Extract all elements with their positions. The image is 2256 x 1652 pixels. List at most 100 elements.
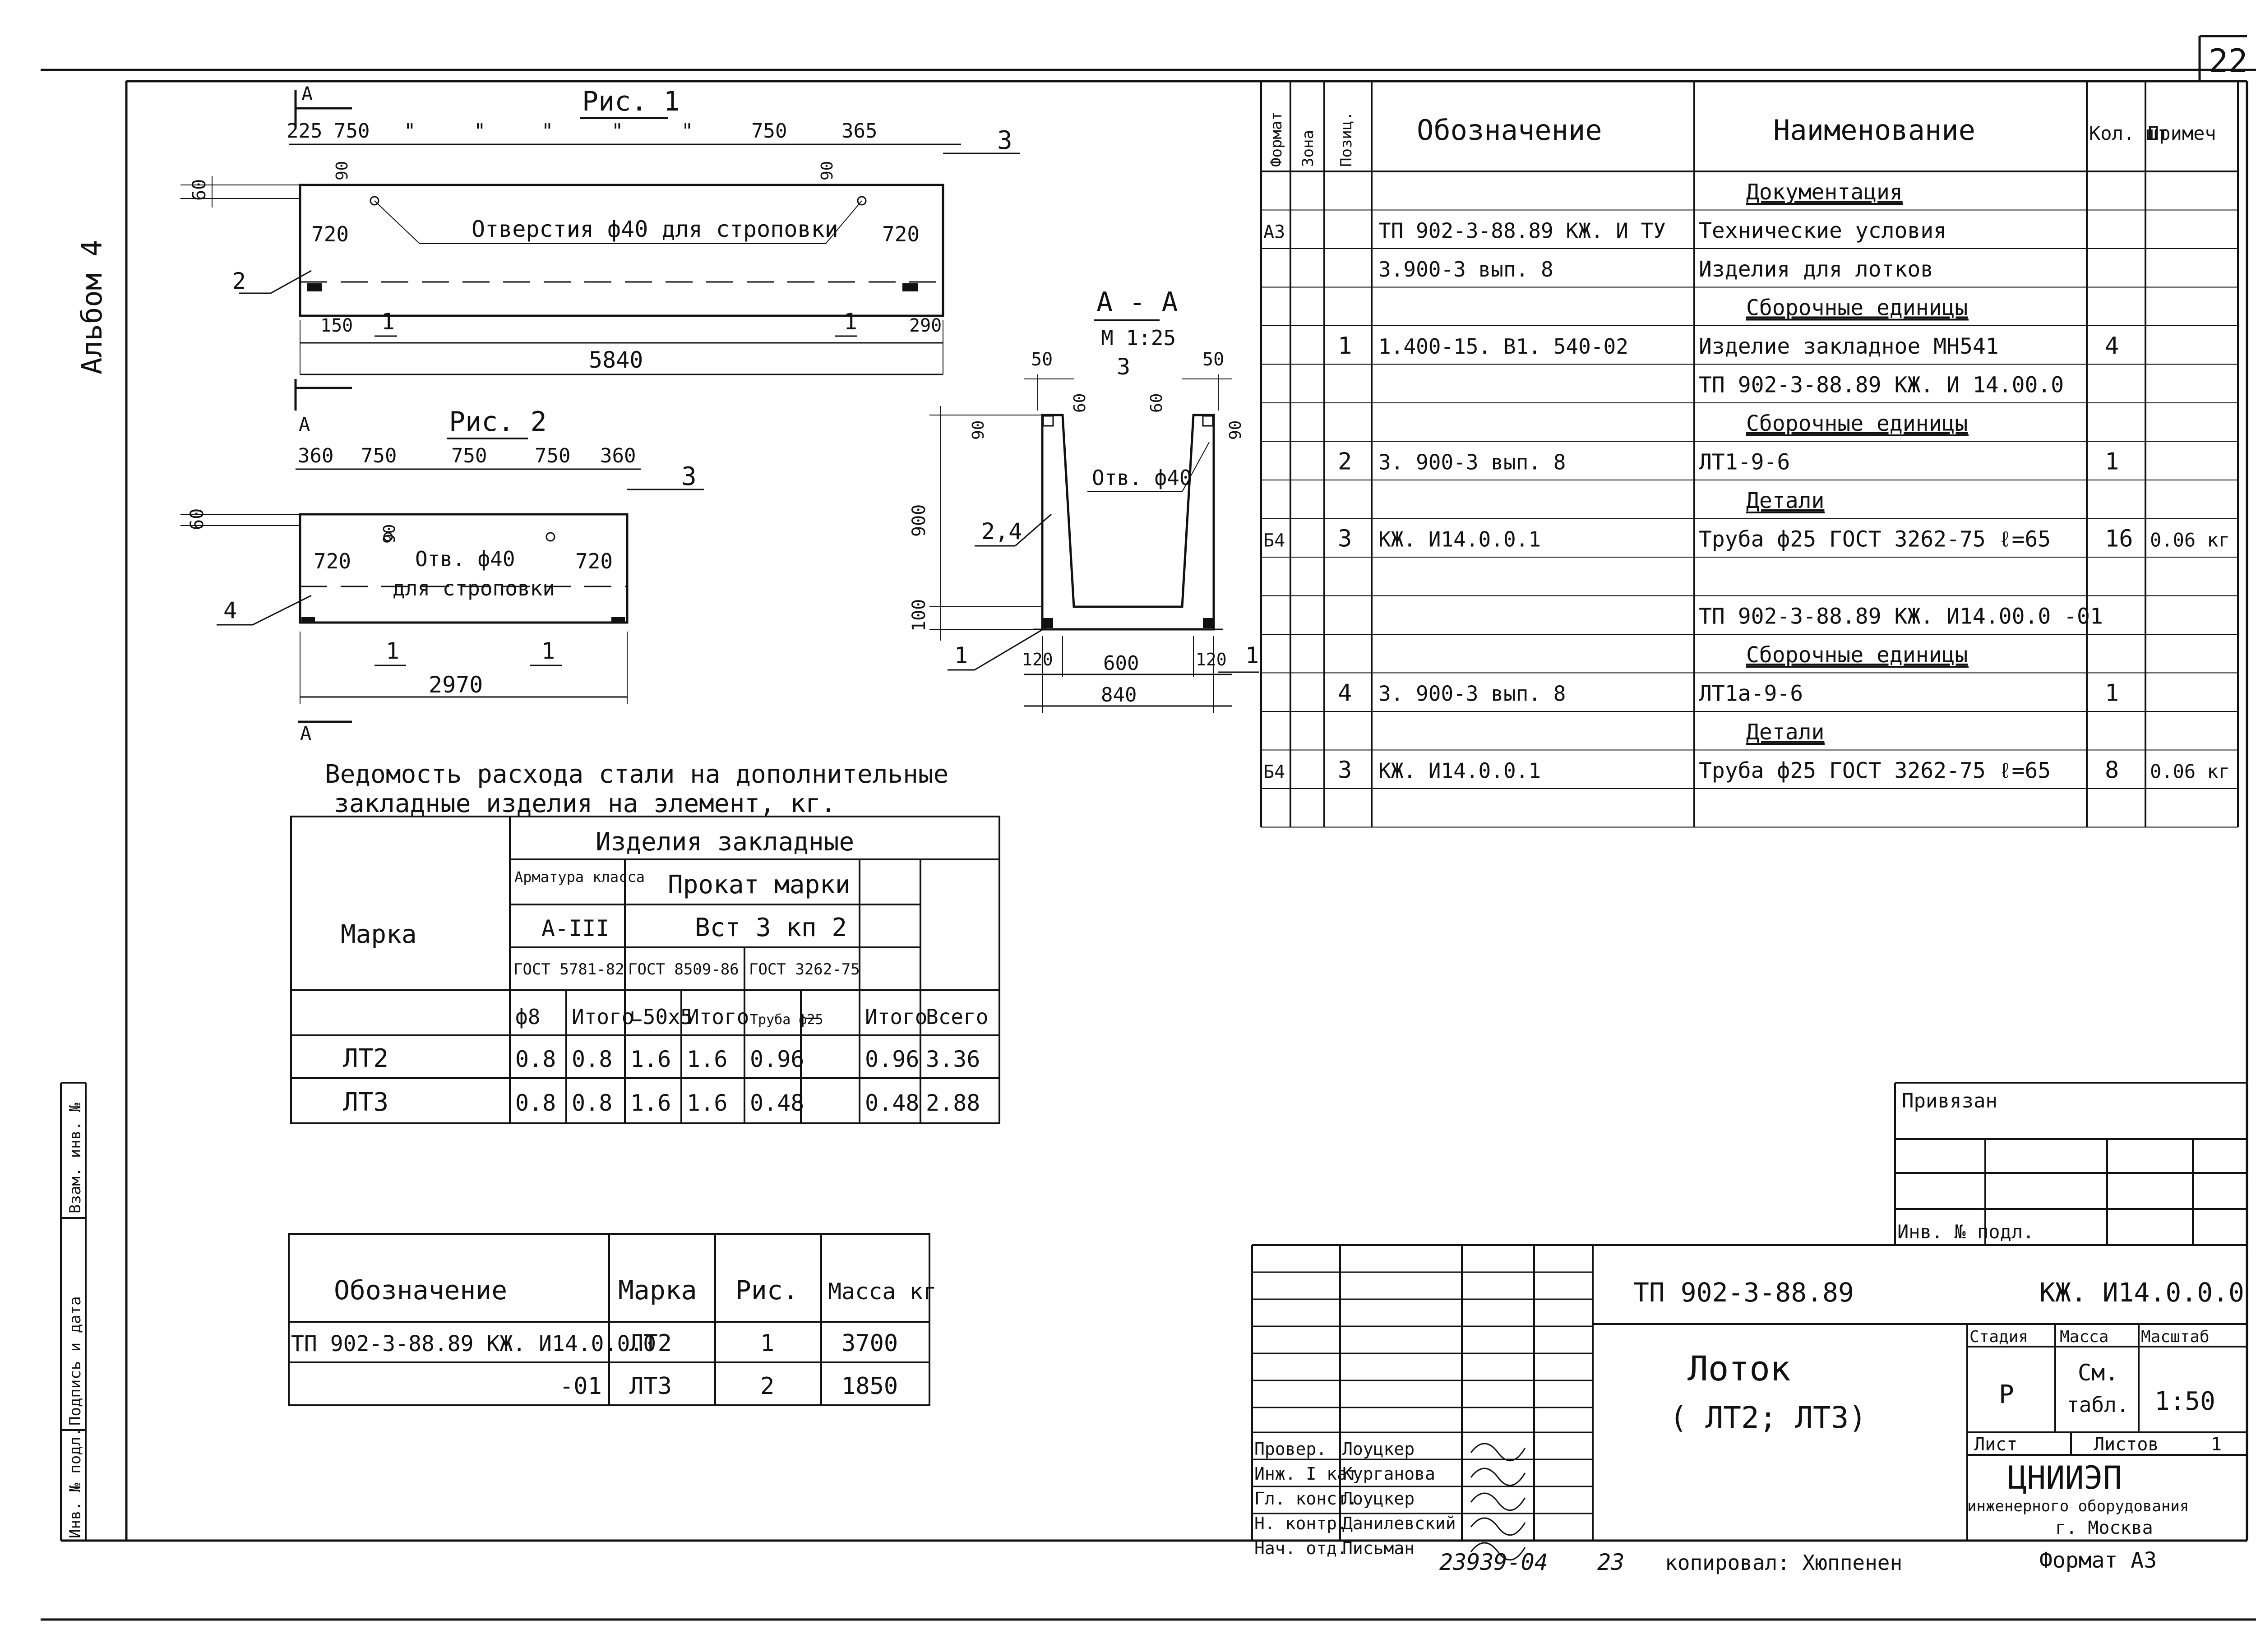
steel-h-armatura: Арматура класса (514, 868, 645, 886)
steel-table: Ведомость расхода стали на дополнительны… (290, 760, 1000, 1124)
section-aa-dim-840: 840 (1101, 683, 1137, 706)
fig2-callout-1a: 1 (386, 638, 399, 664)
spec-cell-name: Сборочные единицы (1746, 642, 1968, 668)
tb-person-name: Данилевский (1342, 1514, 1456, 1533)
spec-cell-note: 0.06 кг (2150, 529, 2230, 551)
steel-cell: 3.36 (926, 1046, 980, 1072)
steel-table-title-2: закладные изделия на элемент, кг. (334, 789, 836, 818)
spec-cell-pos: 2 (1338, 448, 1352, 475)
fig2-section-mark-bottom: А (300, 722, 311, 744)
spec-cell-designation: 3. 900-3 вып. 8 (1378, 682, 1566, 706)
steel-h-prokat: Прокат марки (668, 870, 851, 900)
steel-cell: 0.48 (750, 1090, 804, 1116)
steel-cell: 1.6 (687, 1090, 727, 1116)
fig1-callout-3: 3 (997, 126, 1012, 155)
fig1-dim-top: 750 (751, 120, 787, 143)
mass-r1-mark: ЛТ2 (629, 1330, 672, 1357)
spec-cell-designation: 1.400-15. В1. 540-02 (1378, 334, 1628, 359)
tb-sheets-label: Листов (2094, 1434, 2159, 1455)
fig1-title: Рис. 1 (582, 86, 680, 117)
fig1-callout-1b: 1 (844, 309, 857, 335)
steel-cell: 1.6 (630, 1090, 671, 1116)
mass-h-designation: Обозначение (334, 1275, 507, 1306)
mass-h-mass: Масса кг (828, 1278, 937, 1305)
section-aa-callout-3: 3 (1117, 354, 1130, 380)
section-aa-scale: М 1:25 (1101, 326, 1176, 350)
spec-cell-qty: 16 (2105, 526, 2133, 553)
steel-table-title-1: Ведомость расхода стали на дополнительны… (325, 760, 948, 789)
footer-doc-no: 23939-04 (1439, 1549, 1548, 1575)
steel-cell: 0.96 (865, 1046, 919, 1072)
section-aa-callout-1b: 1 (1245, 642, 1259, 669)
tb-person-name: Письман (1342, 1538, 1415, 1558)
spec-h-name: Наименование (1773, 114, 1975, 147)
section-aa-title: А - А (1096, 286, 1178, 318)
fig2-dim-top: 750 (361, 444, 397, 467)
mass-r2-mass: 1850 (841, 1373, 898, 1400)
tb-sheets-value: 1 (2211, 1434, 2222, 1455)
fig2-section-mark: А (299, 413, 310, 435)
steel-col-header: — (806, 1005, 819, 1029)
tb-person-role: Н. контр. (1254, 1514, 1347, 1533)
fig2-title: Рис. 2 (449, 406, 547, 438)
fig1-hole-label: Отверстия ф40 для строповки (472, 216, 838, 242)
spec-cell-designation: КЖ. И14.0.0.1 (1378, 759, 1541, 783)
tb-person-role: Провер. (1254, 1439, 1327, 1459)
side-stamp (60, 1082, 87, 1541)
tb-signature-icon (1470, 1467, 1526, 1486)
mass-r1-mass: 3700 (841, 1330, 898, 1357)
section-aa-dim-50-left: 50 (1031, 349, 1053, 370)
tb-name-2: ( ЛТ2; ЛТ3) (1669, 1400, 1867, 1435)
steel-row-mark: ЛТ3 (343, 1088, 388, 1117)
tb-scale: 1:50 (2154, 1387, 2215, 1416)
steel-h-gost1: ГОСТ 5781-82 (513, 960, 624, 978)
steel-cell: 0.96 (750, 1046, 804, 1072)
spec-cell-qty: 1 (2105, 448, 2119, 475)
spec-cell-designation: КЖ. И14.0.0.1 (1378, 527, 1541, 552)
section-aa-dim-120-left: 120 (1022, 650, 1053, 669)
steel-cell: 1.6 (687, 1046, 727, 1072)
fig1-section-mark: А (301, 83, 313, 105)
fig1-dim-top: " (474, 120, 486, 143)
spec-cell-name: Труба ф25 ГОСТ 3262-75 ℓ=65 (1699, 758, 2051, 784)
section-aa-dim-900: 900 (909, 504, 929, 537)
spec-cell-name: Детали (1746, 488, 1824, 513)
tb-signature-icon (1470, 1517, 1526, 1536)
fig1-dim-top: " (681, 120, 693, 143)
steel-cell: 2.88 (926, 1090, 980, 1116)
tb-signature-icon (1470, 1492, 1526, 1511)
steel-col-header: Итого (687, 1005, 749, 1029)
tb-signature-icon (1470, 1542, 1526, 1561)
fig2-dim-top: 360 (298, 444, 333, 467)
section-aa-dim-60-right: 60 (1147, 393, 1166, 413)
spec-h-format: Формат (1267, 111, 1285, 167)
steel-cell: 1.6 (630, 1046, 671, 1072)
section-aa-callout-24: 2,4 (981, 518, 1022, 545)
steel-cell: 0.8 (572, 1046, 612, 1072)
tb-code-left: ТП 902-3-88.89 (1633, 1277, 1854, 1308)
fig2-length: 2970 (429, 672, 483, 698)
section-aa-dim-50-right: 50 (1202, 349, 1224, 370)
tb-org-1: ЦНИИЭП (2008, 1459, 2122, 1496)
fig1-dim-top: " (611, 120, 624, 143)
spec-cell-designation: ТП 902-3-88.89 КЖ. И ТУ (1378, 219, 1666, 243)
fig1-dim-90-left: 90 (333, 161, 351, 180)
steel-col-header: Итого (865, 1005, 927, 1029)
steel-h-marka: Марка (341, 920, 417, 949)
tb-h-scale: Масштаб (2141, 1328, 2210, 1346)
fig1-dim-top: " (404, 120, 416, 143)
mass-r2-fig: 2 (760, 1373, 774, 1400)
steel-cell: 0.8 (572, 1090, 612, 1116)
tb-h-mass: Масса (2060, 1328, 2108, 1346)
title-block (1251, 1244, 2247, 1541)
spec-cell-name: ТП 902-3-88.89 КЖ. И14.00.0 -01 (1699, 604, 2103, 629)
spec-cell-name: ТП 902-3-88.89 КЖ. И 14.00.0 (1699, 373, 2064, 398)
mass-r1-designation: ТП 902-3-88.89 КЖ. И14.0.0.0 (291, 1331, 656, 1357)
tb-sheet-label: Лист (1974, 1434, 2017, 1455)
section-aa-callout-1a: 1 (954, 642, 968, 669)
section-aa-dim-100: 100 (909, 599, 929, 632)
